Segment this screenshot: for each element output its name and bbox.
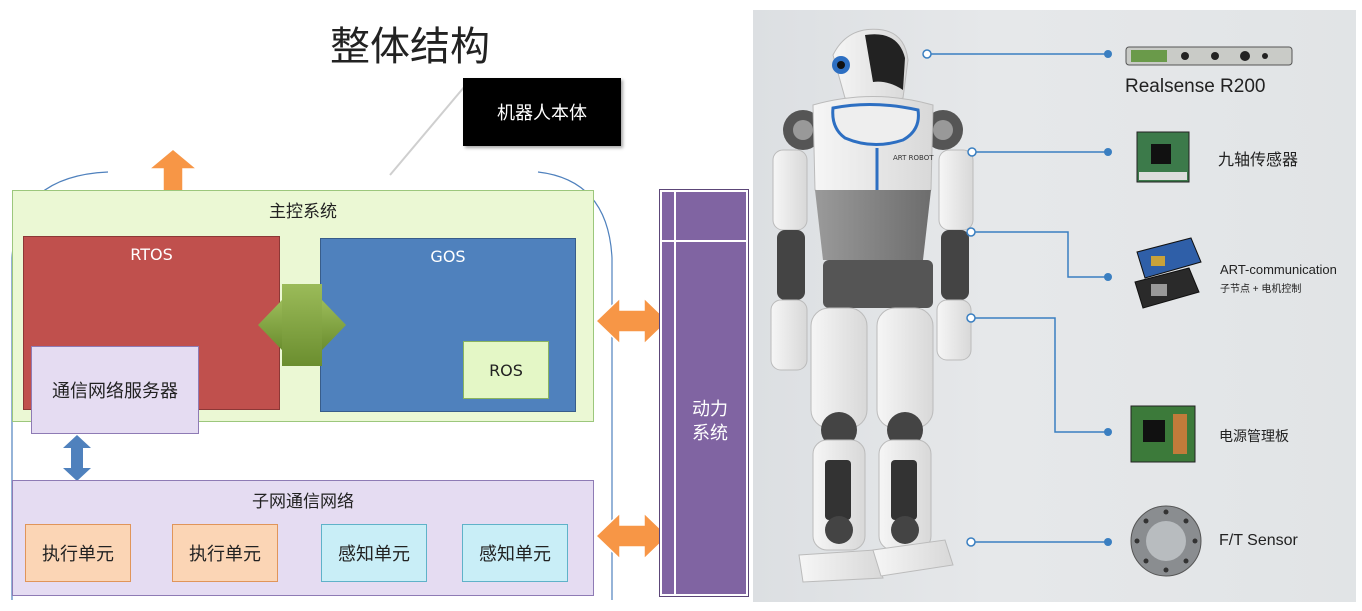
nine-axis-sensor-board-icon <box>1136 131 1190 183</box>
power-label-line1: 动力 <box>692 399 728 420</box>
sensing-unit-1: 感知单元 <box>321 524 427 582</box>
power-management-board-icon <box>1130 405 1196 463</box>
main-power-arrow <box>594 296 670 346</box>
component-art-comm-sub: 子节点 + 电机控制 <box>1220 284 1302 295</box>
ros-block: ROS <box>463 341 549 399</box>
power-inner-line-top <box>674 192 676 240</box>
realsense-camera-icon <box>1125 46 1293 66</box>
power-inner-line <box>674 242 676 594</box>
subnet-power-arrow <box>594 511 670 561</box>
component-realsense-label: Realsense R200 <box>1125 76 1266 97</box>
component-connectors <box>922 49 1112 547</box>
rtos-label: RTOS <box>130 245 173 264</box>
gos-label: GOS <box>430 247 466 266</box>
robot-logo-text: ART ROBOT <box>893 154 934 162</box>
sensing-unit-2: 感知单元 <box>462 524 568 582</box>
server-subnet-arrow <box>63 435 91 481</box>
callout-pointer-line <box>389 85 466 176</box>
rtos-gos-arrow <box>258 284 346 366</box>
actuator-unit-2: 执行单元 <box>172 524 278 582</box>
component-art-comm-label: ART-communication <box>1220 262 1337 277</box>
diagram-title: 整体结构 <box>330 24 490 70</box>
component-nine-axis-label: 九轴传感器 <box>1218 152 1299 169</box>
power-system-label: 动力 系统 <box>678 398 742 446</box>
power-label-line2: 系统 <box>692 423 728 444</box>
robot-body-callout: 机器人本体 <box>463 78 621 146</box>
component-power-board-label: 电源管理板 <box>1219 428 1289 444</box>
power-divider <box>662 240 746 242</box>
robot-photo-panel: ART ROBOT <box>753 10 1356 602</box>
comm-network-server: 通信网络服务器 <box>31 346 199 434</box>
humanoid-robot-image: ART ROBOT <box>770 28 974 583</box>
main-control-label: 主控系统 <box>269 202 337 222</box>
actuator-unit-1: 执行单元 <box>25 524 131 582</box>
subnet-label: 子网通信网络 <box>252 492 354 512</box>
ft-sensor-icon <box>1130 505 1202 577</box>
art-comm-board-icon <box>1134 237 1202 309</box>
component-ft-sensor-label: F/T Sensor <box>1219 532 1298 549</box>
